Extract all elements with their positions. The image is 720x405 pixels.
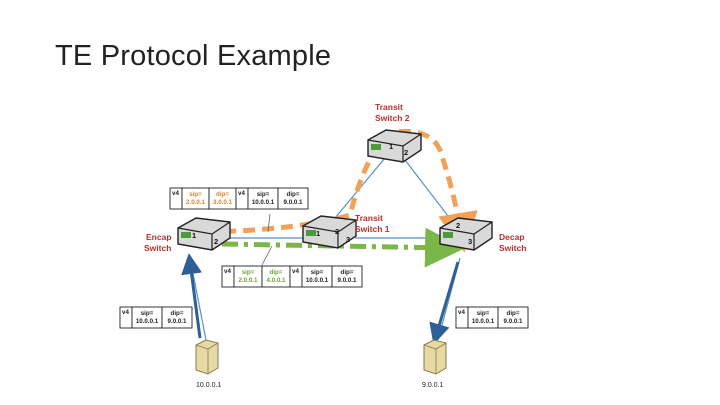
header-cell-value: 3.0.0.1 — [213, 199, 232, 206]
header-cell — [497, 306, 529, 329]
header-cell-value: 9.0.0.1 — [284, 199, 303, 206]
source-host-label: 10.0.0.1 — [196, 382, 221, 389]
decap-port-2: 2 — [456, 221, 460, 230]
packet-header-left: v4 sip=10.0.0.1 dip=9.0.0.1 — [119, 306, 193, 329]
switch-icon-transit2: 1 2 — [367, 129, 422, 163]
header-cell-value: 4.0.0.1 — [267, 277, 286, 284]
switch-icon-encap: 1 2 — [177, 217, 231, 251]
header-cell-label: dip= — [507, 310, 520, 317]
header-cell-label: dip= — [216, 191, 229, 198]
transit2-label-2: Switch 2 — [375, 113, 410, 123]
slide-title: TE Protocol Example — [55, 40, 332, 72]
header-cell-label: sip= — [311, 269, 324, 276]
dest-host-label: 9.0.0.1 — [422, 382, 444, 389]
header-cell-label: v4 — [224, 268, 231, 275]
switch-icon-transit1: 1 2 3 — [302, 215, 357, 249]
packet-header-right: v4 sip=10.0.0.1 dip=9.0.0.1 — [455, 306, 529, 329]
header-cell — [161, 306, 193, 329]
source-flow-arrow — [181, 253, 202, 339]
server-icon-source — [195, 339, 219, 375]
header-cell-label: v4 — [458, 309, 465, 316]
header-cell-value: 10.0.0.1 — [306, 277, 329, 284]
transit1-port-2: 2 — [335, 227, 339, 236]
header-cell-value: 9.0.0.1 — [504, 318, 523, 325]
dest-flow-arrow — [429, 261, 460, 345]
green-tunnel-path — [221, 227, 465, 268]
encap-port-1: 1 — [192, 231, 196, 240]
header-cell-value: 10.0.0.1 — [472, 318, 495, 325]
header-cell-label: v4 — [172, 190, 179, 197]
header-cell-label: sip= — [141, 310, 154, 317]
decap-switch-label-1: Decap — [499, 232, 525, 242]
transit2-port-1: 1 — [389, 142, 393, 151]
transit2-label-1: Transit — [375, 102, 403, 112]
header-cell-label: dip= — [270, 269, 283, 276]
header-cell-value: 10.0.0.1 — [252, 199, 275, 206]
server-icon-dest — [423, 339, 447, 375]
header-cell-label: v4 — [292, 268, 299, 275]
header-cell-label: dip= — [341, 269, 354, 276]
transit1-label-1: Transit — [355, 213, 383, 223]
header-cell — [277, 187, 309, 210]
header-cell-value: 10.0.0.1 — [136, 318, 159, 325]
switch-icon-decap: 2 3 — [439, 217, 493, 251]
header-cell-label: v4 — [238, 190, 245, 197]
header-cell-label: sip= — [257, 191, 270, 198]
header-cell-label: sip= — [242, 269, 255, 276]
transit2-port-2: 2 — [404, 148, 408, 157]
header-cell-label: sip= — [189, 191, 202, 198]
header-cell-label: v4 — [122, 309, 129, 316]
header-cell — [331, 265, 363, 288]
transit1-port-1: 1 — [316, 229, 320, 238]
header-cell-value: 9.0.0.1 — [168, 318, 187, 325]
header-cell-value: 2.0.0.1 — [186, 199, 205, 206]
decap-switch-label-2: Switch — [499, 243, 526, 253]
header-cell-label: sip= — [477, 310, 490, 317]
transit1-label-2: Switch 1 — [355, 224, 390, 234]
header-pointer-top — [267, 213, 271, 233]
transit1-port-3: 3 — [346, 235, 350, 244]
decap-port-3: 3 — [468, 237, 472, 246]
header-cell-label: dip= — [287, 191, 300, 198]
header-cell-label: dip= — [171, 310, 184, 317]
header-cell-value: 2.0.0.1 — [239, 277, 258, 284]
header-cell-value: 9.0.0.1 — [338, 277, 357, 284]
encap-switch-label-1: Encap — [146, 232, 172, 242]
encap-switch-label-2: Switch — [144, 243, 171, 253]
encap-port-2: 2 — [214, 237, 218, 246]
header-pointer-middle — [261, 245, 273, 266]
